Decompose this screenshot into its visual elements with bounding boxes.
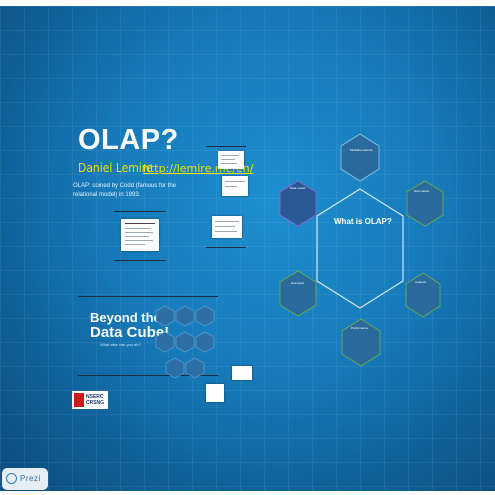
image-thumbnail[interactable] [232, 366, 252, 380]
hexagon-data-model [279, 180, 317, 227]
mini-hexagon [175, 305, 195, 327]
hexagon-label: Multidimensional [350, 148, 373, 152]
olap-description: OLAP: coined by Codd (famous for the rel… [73, 183, 177, 198]
cube-hexagon-cluster[interactable] [150, 304, 230, 384]
prezi-brand-label: Prezi [20, 474, 41, 483]
prezi-canvas[interactable]: OLAP? Daniel Lemire http://lemire.me/en/… [0, 6, 495, 491]
center-hexagon-label: What is OLAP? [334, 217, 392, 226]
background-grid [0, 6, 495, 491]
cube-section-title-2: Data Cube! [90, 324, 170, 341]
paper-thumbnail[interactable] [121, 219, 159, 251]
hexagon-performance [341, 318, 381, 367]
presentation-title: OLAP? [78, 124, 179, 156]
author-name: Daniel Lemire [78, 161, 153, 175]
hexagon-label: Analysis [415, 280, 427, 284]
hexagon-multidimensional [340, 133, 380, 182]
hexagon-label: Data model [290, 186, 306, 190]
image-thumbnail[interactable] [206, 384, 224, 402]
mini-hexagon [165, 357, 185, 379]
cube-section-title: Beyond the [90, 310, 161, 325]
mini-hexagon [195, 331, 215, 353]
slide-thumbnail[interactable] [218, 151, 244, 169]
hexagon-examples [279, 270, 317, 317]
mini-hexagon [195, 305, 215, 327]
maple-leaf-icon [74, 393, 84, 407]
mini-hexagon [175, 331, 195, 353]
hexagon-label: Examples [291, 281, 305, 285]
cube-section-subtitle: What else can you do? [100, 342, 141, 347]
hexagon-summaries [406, 180, 444, 227]
frame-bracket-paper [114, 211, 166, 261]
frame-bracket-top [206, 146, 246, 248]
hexagon-label: Summaries [414, 189, 430, 193]
mini-hexagon [155, 331, 175, 353]
slide-thumbnail[interactable] [212, 216, 242, 238]
logo-text: NSERC CRSNG [86, 394, 105, 406]
prezi-logo-icon [6, 473, 17, 484]
hexagon-label: Performance [351, 326, 369, 330]
central-hexagon [316, 188, 404, 309]
mini-hexagon [155, 305, 175, 327]
olap-cube-diagram[interactable] [275, 126, 445, 376]
hexagon-analysis [405, 272, 441, 318]
frame-bracket-cube [78, 296, 218, 376]
mini-hexagon [185, 357, 205, 379]
slide-thumbnail[interactable] [222, 176, 248, 196]
